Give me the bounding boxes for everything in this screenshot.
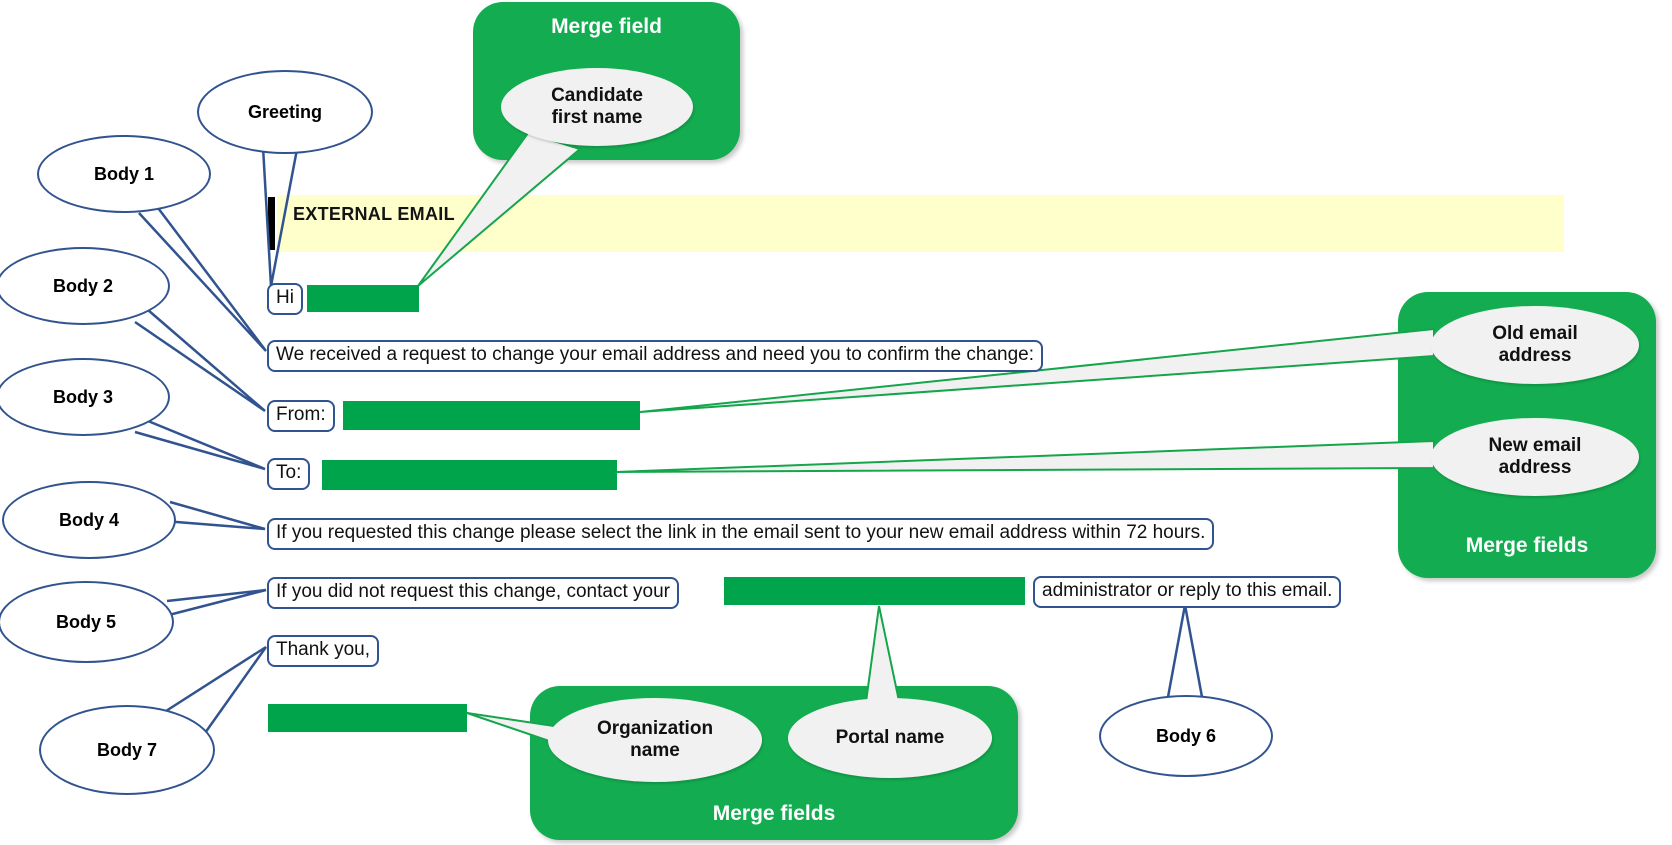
callout-body6: Body 6 [1099, 695, 1273, 777]
merge-fields-box-bottom-title: Merge fields [712, 802, 836, 825]
merge-fields-box-right-title: Merge fields [1465, 534, 1589, 557]
merge-field-portal-name: Portal name [788, 698, 992, 778]
merge-field-candidate-first-name: Candidate first name [501, 68, 693, 146]
callout-body5: Body 5 [0, 581, 174, 663]
email-line-from-label: From: [267, 400, 335, 432]
email-line-greeting: Hi [267, 283, 303, 315]
email-line-body7: Thank you, [267, 635, 379, 667]
callout-body3: Body 3 [0, 358, 170, 436]
merge-rect-new-email-address [322, 460, 617, 490]
body4-callout-tail [163, 500, 266, 531]
email-line-body6: administrator or reply to this email. [1033, 576, 1342, 608]
merge-rect-portal-name [724, 577, 1025, 605]
callout-body1: Body 1 [37, 135, 211, 213]
merge-field-new-email-address: New email address [1431, 418, 1639, 496]
merge-rect-organization-name [268, 704, 467, 732]
email-line-to-label: To: [267, 458, 311, 490]
merge-rect-old-email-address [343, 401, 640, 430]
merge-field-organization-name: Organization name [548, 698, 762, 782]
body3-callout-tail [134, 419, 266, 471]
body6-callout-tail [1166, 604, 1204, 698]
merge-field-old-email-address: Old email address [1431, 306, 1639, 384]
callout-greeting: Greeting [197, 70, 373, 154]
callout-body2: Body 2 [0, 247, 170, 325]
merge-field-box-top-title: Merge field [551, 15, 662, 38]
merge-rect-candidate-first-name [307, 285, 419, 312]
external-email-banner [277, 195, 1564, 252]
external-email-banner-label: EXTERNAL EMAIL [293, 204, 455, 224]
body5-callout-tail [160, 588, 267, 619]
callout-body4: Body 4 [2, 481, 176, 559]
email-line-body4: If you requested this change please sele… [267, 518, 1215, 550]
email-line-body1: We received a request to change your ema… [267, 340, 1043, 372]
new-email-address-tail [615, 439, 1435, 473]
quote-bar [268, 197, 275, 250]
email-line-body5: If you did not request this change, cont… [267, 577, 679, 609]
callout-body7: Body 7 [39, 705, 215, 795]
